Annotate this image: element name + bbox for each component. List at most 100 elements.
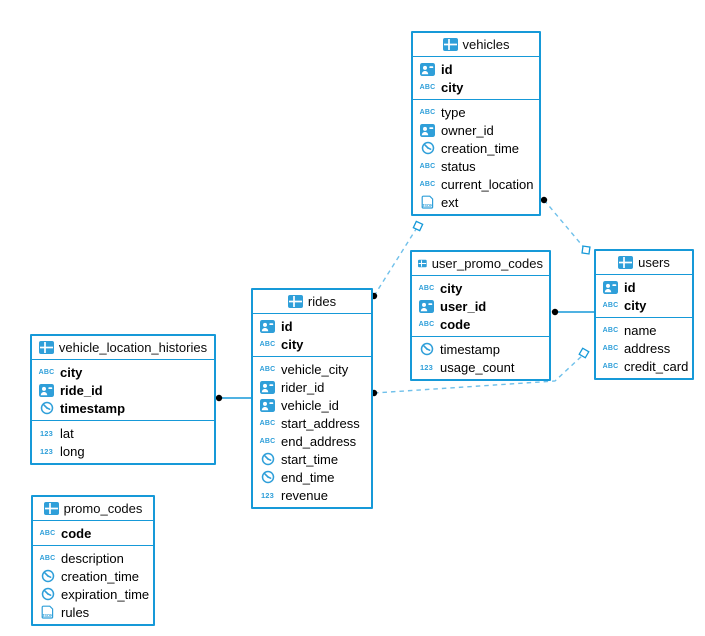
uuid-icon [419, 299, 434, 313]
table-title: vehicles [462, 37, 510, 52]
column-name: owner_id [441, 122, 494, 138]
cardinality-dot-user-promo-codes [551, 308, 559, 316]
table-header-users[interactable]: users [596, 251, 692, 275]
column-name: name [624, 322, 657, 338]
table-header-user_promo_codes[interactable]: user_promo_codes [412, 252, 549, 276]
connector-vehicles-users [543, 199, 587, 251]
json-icon: JSON [421, 195, 434, 209]
string-type-icon: ABC [602, 344, 619, 352]
column-row-start_address: ABC start_address [253, 414, 371, 432]
column-name: id [441, 61, 453, 77]
table-title: user_promo_codes [431, 256, 543, 271]
column-name: vehicle_city [281, 361, 349, 377]
column-row-timestamp: timestamp [32, 399, 214, 417]
column-name: address [624, 340, 671, 356]
column-row-owner_id: owner_id [413, 121, 539, 139]
table-icon [38, 341, 54, 354]
table-header-vehicle_location_histories[interactable]: vehicle_location_histories [32, 336, 214, 360]
column-row-vehicle_city: ABC vehicle_city [253, 360, 371, 378]
uuid-icon [603, 280, 618, 294]
timestamp-icon [261, 470, 274, 484]
column-row-city: ABC city [413, 78, 539, 96]
column-name: city [440, 280, 463, 296]
number-type-icon: 123 [39, 428, 54, 438]
column-name: city [441, 79, 464, 95]
number-type-icon: 123 [419, 362, 434, 372]
string-type-icon: ABC [39, 529, 56, 537]
column-row-rider_id: rider_id [253, 378, 371, 396]
string-type-icon: ABC [419, 108, 436, 116]
table-header-promo_codes[interactable]: promo_codes [33, 497, 153, 521]
timestamp-icon [421, 141, 434, 155]
json-icon: JSON [41, 605, 54, 619]
column-row-end_time: end_time [253, 468, 371, 486]
column-name: expiration_time [61, 586, 150, 602]
string-type-icon: ABC [259, 419, 276, 427]
column-name: city [624, 297, 647, 313]
cardinality-dot-vehicle-location-histories [215, 394, 223, 402]
timestamp-icon [40, 401, 53, 415]
column-name: user_id [440, 298, 487, 314]
column-name: city [281, 336, 304, 352]
column-name: revenue [281, 487, 328, 503]
column-row-city: ABC city [412, 279, 549, 297]
column-name: status [441, 158, 476, 174]
table-header-vehicles[interactable]: vehicles [413, 33, 539, 57]
column-row-user_id: user_id [412, 297, 549, 315]
column-row-current_location: ABC current_location [413, 175, 539, 193]
column-name: ride_id [60, 382, 103, 398]
column-name: start_address [281, 415, 360, 431]
table-title: promo_codes [63, 501, 143, 516]
string-type-icon: ABC [419, 83, 436, 91]
string-type-icon: ABC [418, 284, 435, 292]
table-header-rides[interactable]: rides [253, 290, 371, 314]
table-title: vehicle_location_histories [58, 340, 208, 355]
timestamp-icon [41, 587, 54, 601]
string-type-icon: ABC [259, 340, 276, 348]
table-title: users [638, 255, 670, 270]
column-row-name: ABC name [596, 321, 692, 339]
column-row-id: id [413, 60, 539, 78]
table-icon [418, 259, 427, 268]
uuid-icon [260, 398, 275, 412]
cardinality-dot-vehicles [540, 196, 548, 204]
column-row-city: ABC city [253, 335, 371, 353]
cardinality-square-users-top [581, 245, 591, 255]
uuid-icon [420, 62, 435, 76]
timestamp-icon [261, 452, 274, 466]
column-row-creation_time: creation_time [413, 139, 539, 157]
string-type-icon: ABC [259, 365, 276, 373]
column-row-expiration_time: expiration_time [33, 585, 153, 603]
column-name: city [60, 364, 83, 380]
cardinality-square-vehicles [412, 220, 424, 232]
column-name: usage_count [440, 359, 515, 375]
column-name: end_address [281, 433, 357, 449]
column-name: code [440, 316, 471, 332]
column-name: current_location [441, 176, 534, 192]
timestamp-icon [420, 342, 433, 356]
column-name: type [441, 104, 466, 120]
number-type-icon: 123 [260, 490, 275, 500]
string-type-icon: ABC [602, 362, 619, 370]
svg-text:JSON: JSON [42, 613, 53, 618]
column-row-start_time: start_time [253, 450, 371, 468]
string-type-icon: ABC [602, 326, 619, 334]
string-type-icon: ABC [419, 180, 436, 188]
column-name: id [281, 318, 293, 334]
